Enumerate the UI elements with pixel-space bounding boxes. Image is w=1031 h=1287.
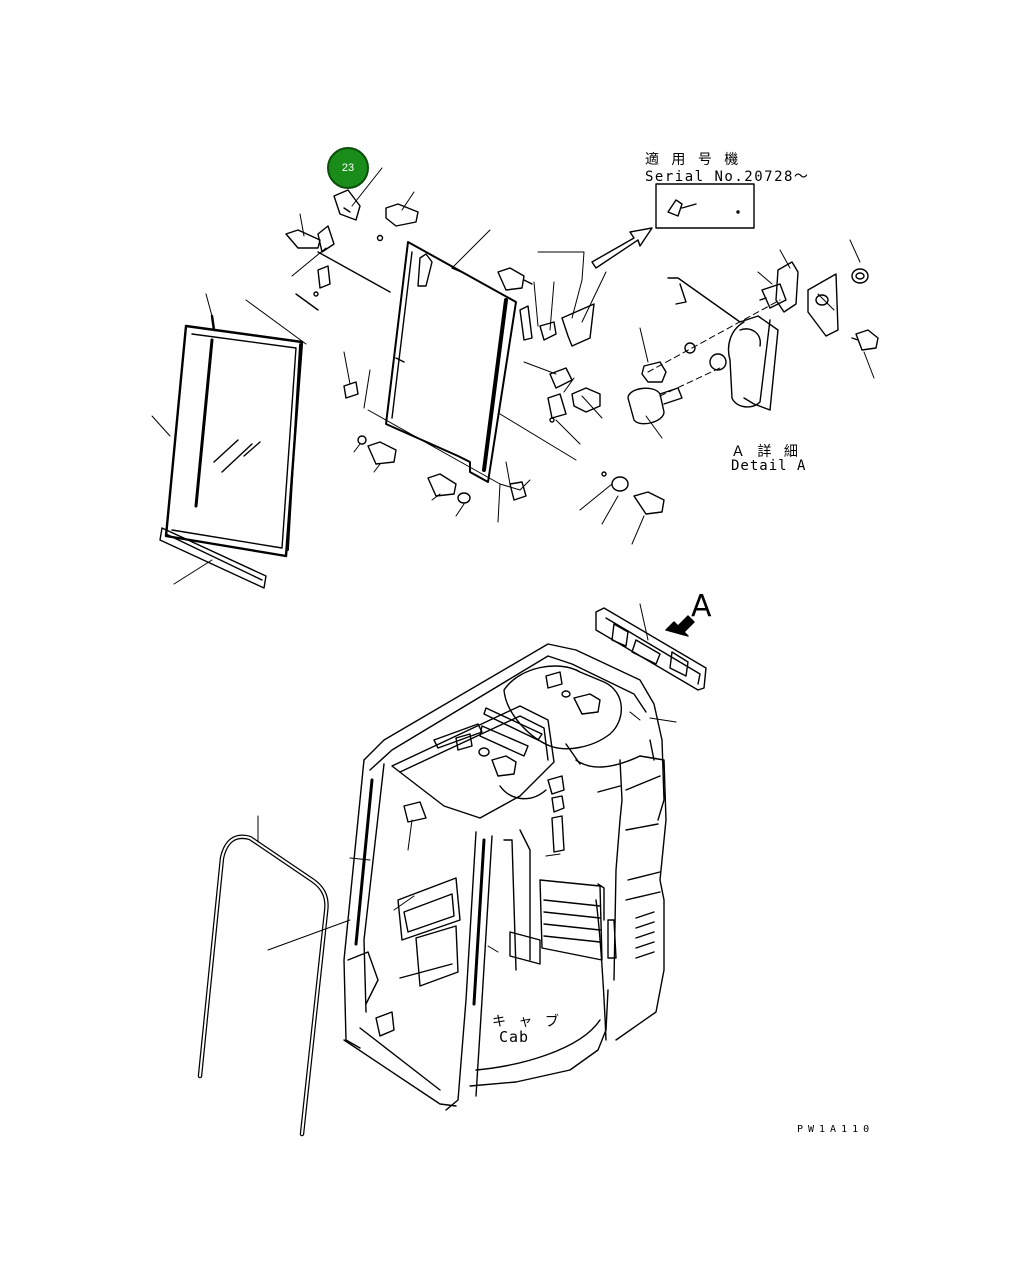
cab-label-japanese: キ ャ ブ [492,1014,561,1030]
callout-23-badge[interactable]: 23 [327,147,369,189]
callout-number: 23 [341,162,355,174]
glass-seal-strip [159,527,267,589]
cab-leader-lines [257,711,677,953]
applicability-japanese: 適 用 号 機 [645,152,741,168]
roof-panel [595,603,707,691]
drawing-code: PW1A110 [797,1124,875,1135]
cab-body [343,643,667,1111]
guide-rod [210,314,216,332]
cab-label-english: Cab [499,1028,530,1046]
glass-pane [164,324,304,558]
frame-bolts [343,267,665,515]
detail-a-assembly [627,239,879,439]
applicability-arrow [591,227,653,269]
view-a-arrow [665,615,695,637]
applicability-serial: Serial No.20728～ [645,169,810,185]
door-seal [197,834,329,1137]
detail-a-japanese: Ａ 詳 細 [731,444,800,460]
window-frame [385,241,517,483]
view-a-letter: A [691,589,712,624]
applicability-box [655,183,755,229]
hinge-bracket-group [285,189,419,311]
detail-a-english: Detail A [731,458,807,474]
leader-lines [151,167,645,585]
